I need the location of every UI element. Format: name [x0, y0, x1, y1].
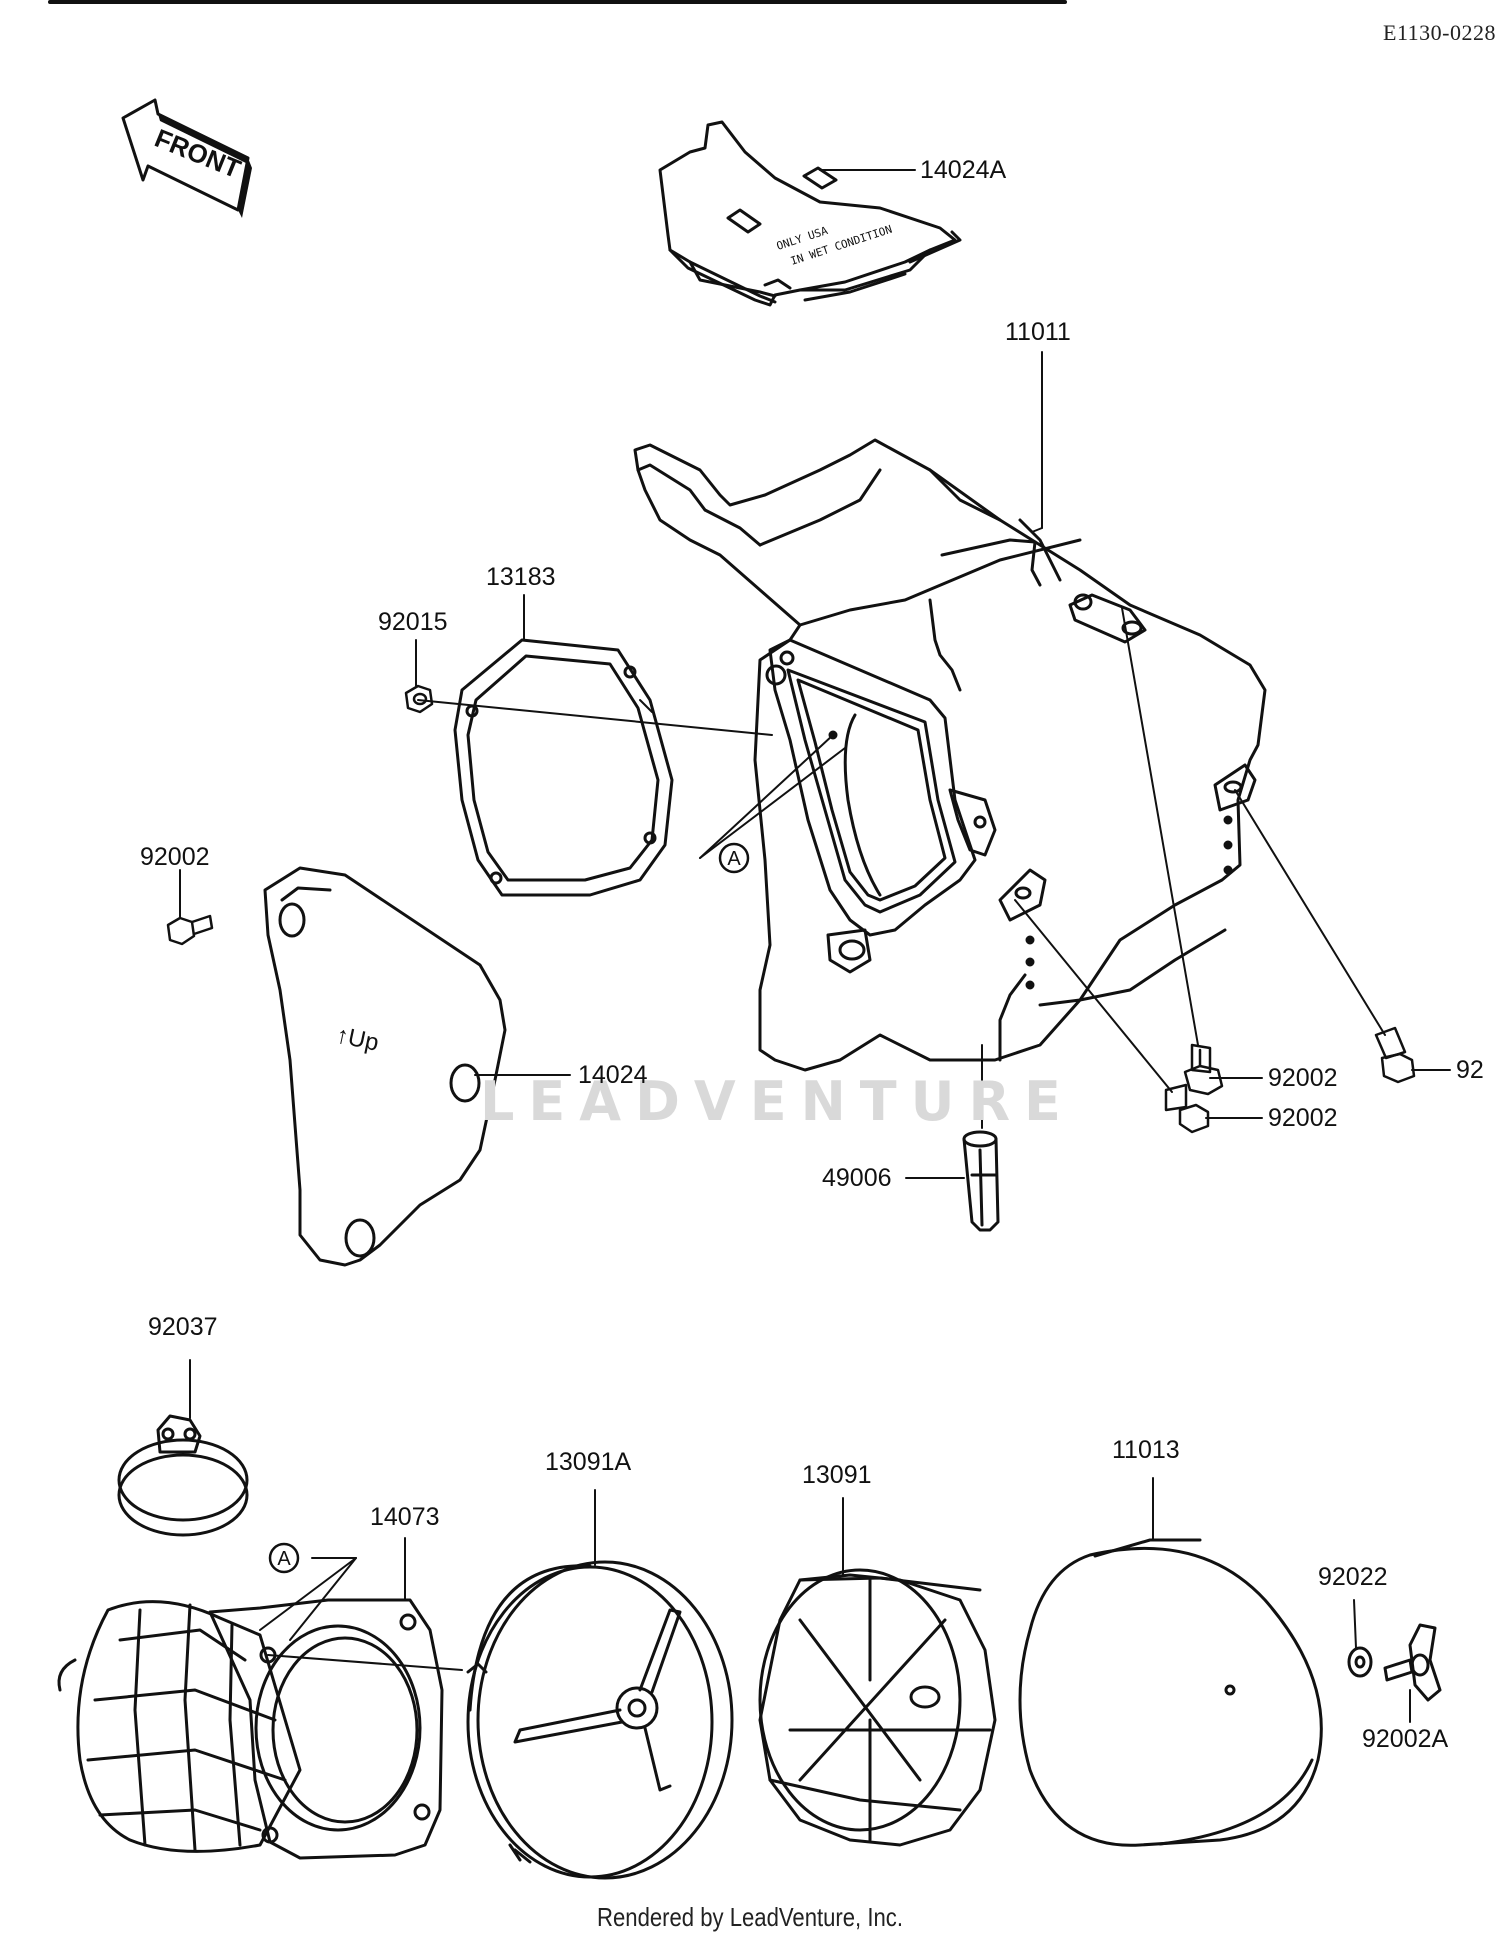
part-label-element-holder[interactable]: 13091	[802, 1461, 872, 1489]
watermark: LEADVENTURE	[480, 1070, 1075, 1133]
duct-part	[57, 1598, 444, 1860]
part-label-air-box-case[interactable]: 11011	[1005, 318, 1071, 346]
part-label-holder-plate[interactable]: 13091A	[545, 1448, 632, 1476]
cover-stamp-line-2: IN WET CONDITION	[789, 223, 894, 268]
bolt-right-3-part	[1374, 1026, 1416, 1084]
part-label-bolt-left[interactable]: 92002	[140, 843, 210, 871]
part-label-nut[interactable]: 92015	[378, 608, 448, 636]
air-box-case-part	[633, 438, 1267, 1072]
part-label-bolt-far-right[interactable]: 92	[1456, 1056, 1484, 1084]
reference-marker-a-upper-label: A	[727, 848, 741, 870]
up-arrow-label: ↑Up	[334, 1021, 381, 1056]
bolt-left-part	[166, 914, 214, 946]
part-label-drain-cap[interactable]: 49006	[822, 1164, 892, 1192]
part-label-air-filter-element[interactable]: 11013	[1112, 1436, 1180, 1464]
reference-marker-a-upper: A	[718, 842, 750, 874]
leader-lines	[179, 169, 1451, 1723]
washer-part	[1347, 1646, 1373, 1678]
part-label-washer[interactable]: 92022	[1318, 1563, 1388, 1591]
reference-marker-a-lower: A	[268, 1542, 300, 1574]
top-cover-part: ONLY USA IN WET CONDITION	[658, 120, 962, 307]
part-label-bolt-right-2[interactable]: 92002	[1268, 1104, 1338, 1132]
part-label-duct[interactable]: 14073	[370, 1503, 440, 1531]
clamp-part	[117, 1414, 249, 1537]
element-holder-part	[758, 1568, 997, 1847]
nut-part	[404, 684, 434, 714]
wing-bolt-part	[1383, 1623, 1442, 1702]
part-label-wing-bolt[interactable]: 92002A	[1362, 1725, 1449, 1753]
part-label-gasket[interactable]: 13183	[486, 563, 556, 591]
cover-plate-part: ↑Up	[263, 866, 507, 1267]
front-arrow-icon: FRONT	[121, 98, 252, 218]
bolt-right-2-part	[1164, 1083, 1210, 1134]
air-filter-element-part	[1018, 1538, 1323, 1847]
reference-marker-a-lower-label: A	[277, 1548, 291, 1570]
part-label-cover-plate[interactable]: 14024	[578, 1061, 648, 1089]
footer-credit: Rendered by LeadVenture, Inc.	[597, 1902, 903, 1932]
part-label-bolt-right-1[interactable]: 92002	[1268, 1064, 1338, 1092]
diagram-code: E1130-0228	[1383, 20, 1496, 45]
drain-cap-part	[962, 1130, 1000, 1232]
gasket-part	[453, 638, 674, 897]
holder-plate-part	[466, 1560, 734, 1880]
part-label-clamp[interactable]: 92037	[148, 1313, 218, 1341]
bolt-right-1-part	[1183, 1043, 1224, 1096]
part-label-cover-top[interactable]: 14024A	[920, 156, 1007, 184]
